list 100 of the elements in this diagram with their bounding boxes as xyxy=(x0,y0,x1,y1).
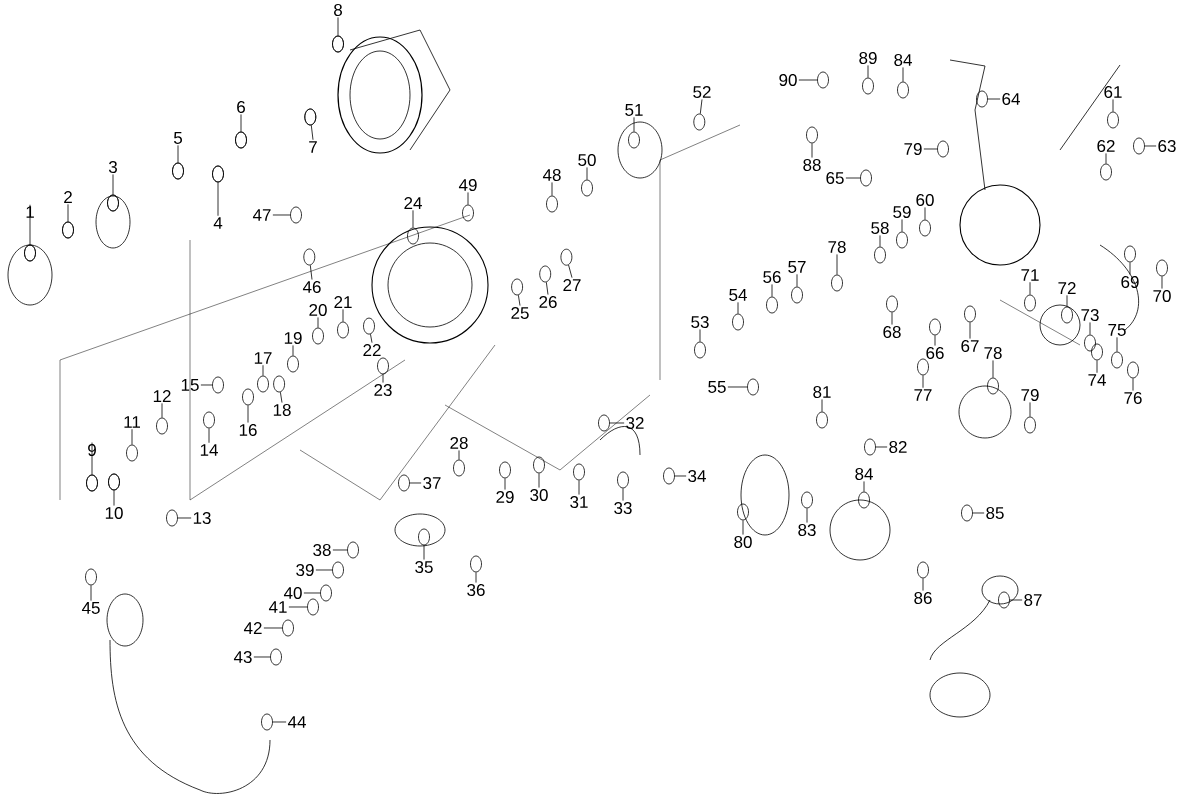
part-drawing xyxy=(897,81,909,99)
leader-line xyxy=(771,284,773,297)
callout-number: 40 xyxy=(283,587,302,599)
callout-number: 27 xyxy=(563,279,581,291)
callout-number: 86 xyxy=(914,592,932,604)
leader-line xyxy=(309,264,313,280)
part-drawing xyxy=(546,195,558,213)
part-drawing xyxy=(1107,111,1119,129)
callout-number: 50 xyxy=(578,154,596,166)
leader-line xyxy=(922,578,924,591)
leader-line xyxy=(1116,336,1118,352)
callout-number: 47 xyxy=(252,209,271,221)
part-drawing xyxy=(1100,163,1112,181)
callout-number: 3 xyxy=(108,161,117,173)
part-drawing xyxy=(961,504,973,522)
leader-line xyxy=(699,99,703,115)
part-drawing xyxy=(1061,306,1073,324)
callout-number: 24 xyxy=(404,197,422,209)
leader-line xyxy=(177,517,192,519)
part-drawing xyxy=(347,541,359,559)
part-drawing xyxy=(1156,259,1168,277)
leader-line xyxy=(131,428,133,445)
leader-line xyxy=(811,143,813,158)
leader-line xyxy=(586,167,588,180)
part-drawing xyxy=(896,231,908,249)
leader-line xyxy=(992,360,994,378)
leader-line xyxy=(622,488,624,501)
callout-number: 75 xyxy=(1108,324,1126,336)
leader-line xyxy=(737,301,739,314)
part-drawing xyxy=(598,414,610,432)
callout-number: 38 xyxy=(313,544,331,556)
callout-number: 73 xyxy=(1081,309,1099,321)
leader-line xyxy=(836,254,838,275)
leader-line xyxy=(332,549,348,551)
part-drawing xyxy=(976,90,988,108)
leader-line xyxy=(609,422,625,424)
leader-line xyxy=(240,114,242,132)
callout-number: 31 xyxy=(570,496,588,508)
part-drawing xyxy=(290,206,302,224)
callout-number: 61 xyxy=(1104,86,1122,99)
leader-line xyxy=(161,402,163,418)
leader-line xyxy=(538,473,540,488)
part-drawing xyxy=(307,598,319,616)
callout-number: 9 xyxy=(88,444,96,456)
callout-number: 65 xyxy=(826,172,844,184)
leader-line xyxy=(901,219,903,232)
leader-line xyxy=(458,450,460,460)
callout-number: 79 xyxy=(904,143,922,155)
part-drawing xyxy=(858,491,870,509)
part-drawing xyxy=(282,619,294,637)
leader-line xyxy=(924,207,926,220)
callout-number: 90 xyxy=(779,74,797,86)
part-drawing xyxy=(1091,343,1103,361)
part-drawing xyxy=(560,248,573,266)
callout-number: 52 xyxy=(693,86,711,99)
part-drawing xyxy=(1124,245,1136,263)
leader-line xyxy=(972,512,985,514)
leader-line xyxy=(67,203,69,222)
leader-line xyxy=(253,656,271,658)
leader-line xyxy=(1129,262,1131,275)
leader-line xyxy=(423,545,425,560)
part-drawing xyxy=(303,248,316,266)
leader-line xyxy=(310,124,314,141)
leader-line xyxy=(821,399,823,412)
leader-line xyxy=(987,98,1001,100)
part-drawing xyxy=(287,355,299,373)
part-drawing xyxy=(806,126,818,144)
part-drawing xyxy=(998,591,1010,609)
callout-number: 58 xyxy=(871,222,889,234)
leader-line xyxy=(292,345,294,356)
callout-number: 32 xyxy=(626,417,644,429)
leader-line xyxy=(633,116,635,132)
part-drawing xyxy=(917,358,929,376)
leader-line xyxy=(863,481,865,492)
callout-number: 79 xyxy=(1021,389,1039,401)
callout-number: 18 xyxy=(273,404,291,416)
leader-line xyxy=(317,317,319,328)
leader-line xyxy=(891,312,893,325)
callout-number: 1 xyxy=(26,206,34,218)
callout-number: 77 xyxy=(914,389,932,401)
callout-number: 37 xyxy=(423,477,441,489)
callout-number: 59 xyxy=(893,206,911,218)
leader-line xyxy=(262,364,264,376)
callout-number: 63 xyxy=(1158,140,1176,152)
part-drawing xyxy=(831,274,843,292)
part-drawing xyxy=(747,378,759,396)
callout-number: 76 xyxy=(1124,392,1142,404)
leader-line xyxy=(1009,599,1023,601)
callout-number: 51 xyxy=(625,104,643,116)
part-drawing xyxy=(663,467,675,485)
part-drawing xyxy=(874,246,886,264)
leader-line xyxy=(796,273,798,287)
callout-number: 35 xyxy=(415,561,433,573)
part-drawing xyxy=(539,265,552,283)
callout-number: 44 xyxy=(287,716,306,728)
callout-number: 66 xyxy=(926,347,944,359)
callout-number: 60 xyxy=(916,194,934,206)
leader-line xyxy=(545,281,549,295)
part-drawing xyxy=(398,474,410,492)
part-drawing xyxy=(581,179,593,197)
